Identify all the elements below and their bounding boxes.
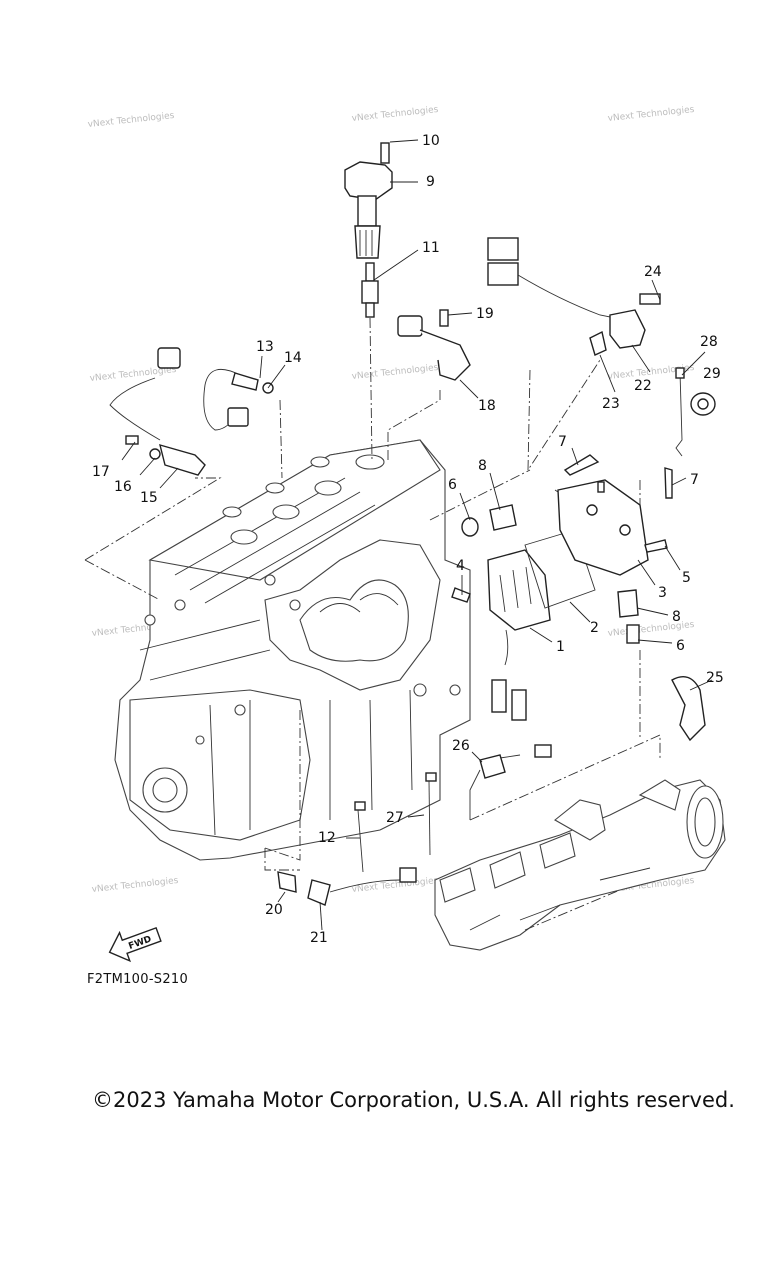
callout-16: 16 <box>114 479 132 495</box>
callout-21: 21 <box>310 930 328 946</box>
callout-numbers: 10 9 11 24 19 28 13 14 29 22 23 18 7 17 … <box>92 133 724 946</box>
part-sensors-20-21 <box>277 867 417 906</box>
callout-9: 9 <box>426 174 435 190</box>
part-ignition-coil <box>344 142 393 259</box>
part-cable-ties <box>354 772 437 873</box>
figure-code: F2TM100-S210 <box>87 972 189 987</box>
callout-11: 11 <box>422 240 440 256</box>
watermark-text: vNext Technologies <box>351 363 439 382</box>
engine-block-drawing <box>114 439 471 861</box>
fwd-arrow-icon: FWD <box>108 926 162 963</box>
part-sensor-26 <box>469 744 552 820</box>
callout-7-top: 7 <box>558 434 567 450</box>
watermark-text: vNext Technologies <box>607 105 695 124</box>
callout-6-top: 6 <box>448 477 457 493</box>
part-antenna-28 <box>675 367 685 457</box>
callout-2: 2 <box>590 620 599 636</box>
watermark-text: vNext Technologies <box>87 111 175 130</box>
watermark-text: vNext Technologies <box>351 876 439 895</box>
exhaust-manifold-drawing <box>434 779 726 951</box>
part-gasket-2 <box>524 529 596 609</box>
callout-8-top: 8 <box>478 458 487 474</box>
callout-17: 17 <box>92 464 110 480</box>
callout-14: 14 <box>284 350 302 366</box>
watermark-text: vNext Technologies <box>607 620 695 639</box>
callout-7-right: 7 <box>690 472 699 488</box>
part-grommet-29 <box>690 392 716 416</box>
callout-1: 1 <box>556 639 565 655</box>
callout-19: 19 <box>476 306 494 322</box>
part-sensor-harness-13 <box>109 347 274 441</box>
callout-24: 24 <box>644 264 662 280</box>
callout-3: 3 <box>658 585 667 601</box>
callout-18: 18 <box>478 398 496 414</box>
callout-13: 13 <box>256 339 274 355</box>
callout-28: 28 <box>700 334 718 350</box>
callout-5: 5 <box>682 570 691 586</box>
callout-12: 12 <box>318 830 336 846</box>
part-screws <box>451 539 668 603</box>
callout-6-right: 6 <box>676 638 685 654</box>
watermark-text: vNext Technologies <box>91 876 179 895</box>
callout-22: 22 <box>634 378 652 394</box>
part-ecu-1 <box>487 549 551 721</box>
copyright-notice: ©2023 Yamaha Motor Corporation, U.S.A. A… <box>92 1088 735 1112</box>
leader-lines <box>121 139 713 931</box>
callout-29: 29 <box>703 366 721 382</box>
part-sensor-15 <box>125 435 206 476</box>
reference-lines <box>84 317 661 931</box>
callout-26: 26 <box>452 738 470 754</box>
part-harness-24 <box>487 237 661 356</box>
callout-23: 23 <box>602 396 620 412</box>
part-grommets-6-8 <box>461 504 640 644</box>
part-spark-plug <box>361 262 379 318</box>
part-clamp-25 <box>671 676 706 742</box>
callout-4: 4 <box>456 558 465 574</box>
callout-15: 15 <box>140 490 158 506</box>
part-sensor-18 <box>397 309 471 381</box>
callout-8-right: 8 <box>672 609 681 625</box>
watermark-text: vNext Technologies <box>351 105 439 124</box>
callout-25: 25 <box>706 670 724 686</box>
callout-20: 20 <box>265 902 283 918</box>
part-bolts-7 <box>563 454 673 499</box>
part-bracket-3 <box>557 479 649 576</box>
callout-10: 10 <box>422 133 440 149</box>
callout-27: 27 <box>386 810 404 826</box>
